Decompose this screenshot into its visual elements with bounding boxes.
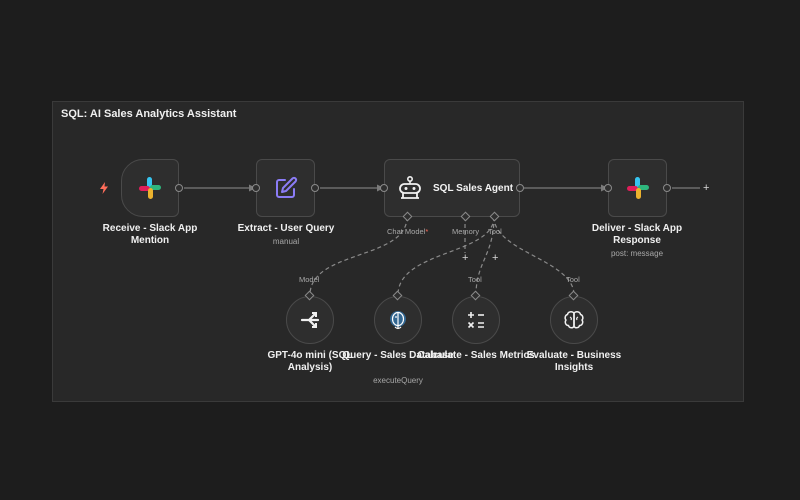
- node-evaluate-insights[interactable]: [550, 296, 598, 344]
- node-evaluate-label: Evaluate - Business Insights: [526, 350, 622, 373]
- wire-tool-query: [397, 216, 495, 296]
- slack-icon: [139, 177, 161, 199]
- node-deliver-label: Deliver - Slack App Response: [591, 223, 683, 246]
- edge-label-tool-calc: Tool: [468, 275, 482, 284]
- edge-label-tool-eval: Tool: [566, 275, 580, 284]
- node-gpt-4o-mini[interactable]: [286, 296, 334, 344]
- add-memory-button[interactable]: +: [462, 252, 469, 264]
- calculator-icon: [467, 312, 484, 329]
- node-sql-agent[interactable]: SQL Sales Agent: [384, 159, 520, 217]
- node-extract-subtitle: manual: [272, 237, 300, 246]
- node-deliver-slack[interactable]: [608, 159, 667, 217]
- add-tool-button[interactable]: +: [492, 252, 499, 264]
- node-calculate-metrics[interactable]: [452, 296, 500, 344]
- port-deliver-in[interactable]: [604, 184, 612, 192]
- node-query-database[interactable]: [374, 296, 422, 344]
- robot-icon: [399, 176, 421, 199]
- node-query-label: Query - Sales Database: [342, 350, 454, 361]
- frame-title: SQL: AI Sales Analytics Assistant: [61, 108, 237, 120]
- trigger-bolt-icon: [100, 182, 108, 194]
- port-receive-out[interactable]: [175, 184, 183, 192]
- port-extract-out[interactable]: [311, 184, 319, 192]
- node-deliver-subtitle: post: message: [610, 249, 664, 258]
- wire-tool-calc: [475, 216, 495, 296]
- wire-chat-model: [309, 216, 408, 296]
- node-calc-label: Calculate - Sales Metrics: [417, 350, 535, 361]
- openai-router-icon: [300, 312, 320, 328]
- node-extract[interactable]: [256, 159, 315, 217]
- node-receive-slack[interactable]: [121, 159, 179, 217]
- node-gpt-label: GPT-4o mini (SQL Analysis): [267, 350, 353, 373]
- edit-icon: [275, 176, 297, 198]
- port-deliver-out[interactable]: [663, 184, 671, 192]
- postgres-icon: [390, 311, 406, 330]
- node-receive-label: Receive - Slack App Mention: [102, 223, 198, 246]
- wire-tool-eval: [493, 216, 575, 296]
- port-tool-label: Tool: [488, 227, 502, 236]
- edge-label-model: Model: [299, 275, 320, 284]
- port-memory-label: Memory: [452, 227, 480, 236]
- port-extract-in[interactable]: [252, 184, 260, 192]
- node-agent-title: SQL Sales Agent: [433, 182, 514, 194]
- workflow-sticky-frame: SQL: AI Sales Analytics Assistant: [52, 101, 744, 402]
- node-query-subtitle: executeQuery: [373, 376, 423, 385]
- brain-icon: [564, 311, 584, 329]
- add-next-node-button[interactable]: +: [703, 182, 710, 194]
- slack-icon: [626, 177, 649, 199]
- port-agent-in[interactable]: [380, 184, 388, 192]
- port-chat-model-label: Chat Model*: [387, 227, 429, 236]
- port-agent-out[interactable]: [516, 184, 524, 192]
- node-extract-label: Extract - User Query: [237, 223, 335, 234]
